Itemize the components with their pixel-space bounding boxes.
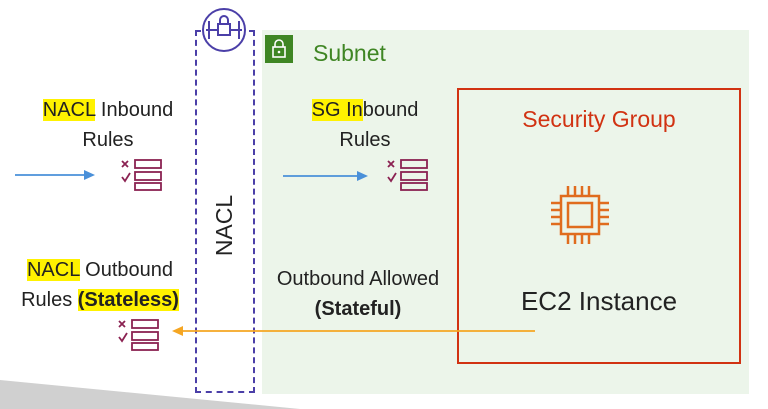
security-group-box	[457, 88, 741, 364]
subnet-area	[262, 30, 749, 394]
rules-list-icon	[121, 159, 162, 191]
slide-footer-shade	[0, 380, 300, 409]
security-group-title: Security Group	[522, 106, 676, 132]
nacl-boundary	[195, 30, 255, 393]
ec2-chip-icon	[547, 182, 613, 248]
ec2-instance-label: EC2 Instance	[520, 286, 678, 316]
highlight-nacl-outbound: NACL	[26, 259, 80, 281]
outbound-allowed-line1: Outbound Allowed	[276, 268, 440, 290]
nacl-inbound-line1: Inbound	[95, 99, 174, 121]
highlight-nacl-inbound: NACL	[42, 99, 96, 121]
stateful-label: (Stateful)	[314, 298, 402, 320]
sg-inbound-arrow	[283, 171, 368, 181]
rules-list-icon	[387, 159, 428, 191]
nacl-outbound-line2: Rules	[21, 289, 78, 311]
highlight-sg-in: SG In	[311, 99, 363, 121]
outbound-allowed-label: Outbound Allowed (Stateful)	[258, 264, 458, 324]
nacl-inbound-arrow	[15, 170, 95, 180]
outbound-arrow	[172, 326, 535, 336]
sg-inbound-line2: Rules	[339, 129, 391, 151]
nacl-outbound-rules-label: NACL Outbound Rules (Stateless)	[0, 255, 200, 315]
nacl-icon	[197, 7, 251, 53]
nacl-inbound-line2: Rules	[82, 129, 134, 151]
nacl-outbound-line1: Outbound	[79, 259, 174, 281]
rules-list-icon	[118, 319, 159, 351]
sg-inbound-rules-label: SG Inbound Rules	[290, 95, 440, 155]
nacl-inbound-rules-label: NACL Inbound Rules	[18, 95, 198, 155]
subnet-title: Subnet	[313, 40, 386, 66]
sg-inbound-line1: bound	[362, 99, 419, 121]
lock-icon	[265, 35, 293, 63]
stateless-label: (Stateless)	[77, 289, 179, 311]
